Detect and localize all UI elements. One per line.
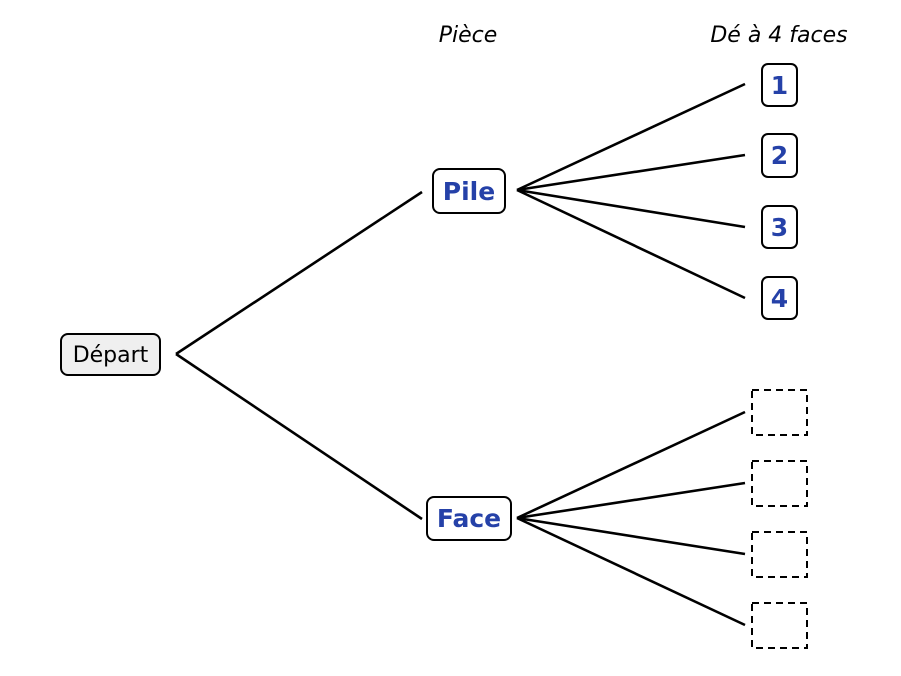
outcome-label: 4 [771,284,788,313]
branch-label-face: Face [437,504,501,533]
edge-face-3 [516,516,746,556]
root-label: Départ [73,343,149,368]
outcome-node-pile-2: 2 [761,133,798,178]
outcome-node-face-1[interactable] [751,389,808,436]
empty-answer-box[interactable] [751,460,808,507]
empty-answer-box[interactable] [751,531,808,578]
header-de: Dé à 4 faces [710,23,847,48]
edge-face-2 [516,481,746,520]
empty-answer-box[interactable] [751,602,808,649]
outcome-label: 2 [771,141,788,170]
empty-answer-box[interactable] [751,389,808,436]
edge-pile-2 [516,153,746,192]
outcome-node-pile-4: 4 [761,276,798,320]
outcome-node-pile-1: 1 [761,63,798,107]
outcome-label: 1 [771,71,788,100]
branch-label-pile: Pile [443,177,495,206]
root-node: Départ [60,333,161,376]
outcome-node-face-2[interactable] [751,460,808,507]
edge-root-face [175,352,423,521]
outcome-label: 3 [771,213,788,242]
edge-root-pile [175,190,423,356]
edge-pile-1 [516,82,746,192]
outcome-node-face-4[interactable] [751,602,808,649]
branch-node-face: Face [426,496,512,541]
outcome-node-pile-3: 3 [761,205,798,249]
edge-pile-4 [516,188,746,300]
edge-face-4 [516,516,746,627]
outcome-node-face-3[interactable] [751,531,808,578]
edge-pile-3 [516,188,746,229]
header-piece: Pièce [439,23,498,48]
branch-node-pile: Pile [432,168,506,214]
edge-face-1 [516,410,746,520]
